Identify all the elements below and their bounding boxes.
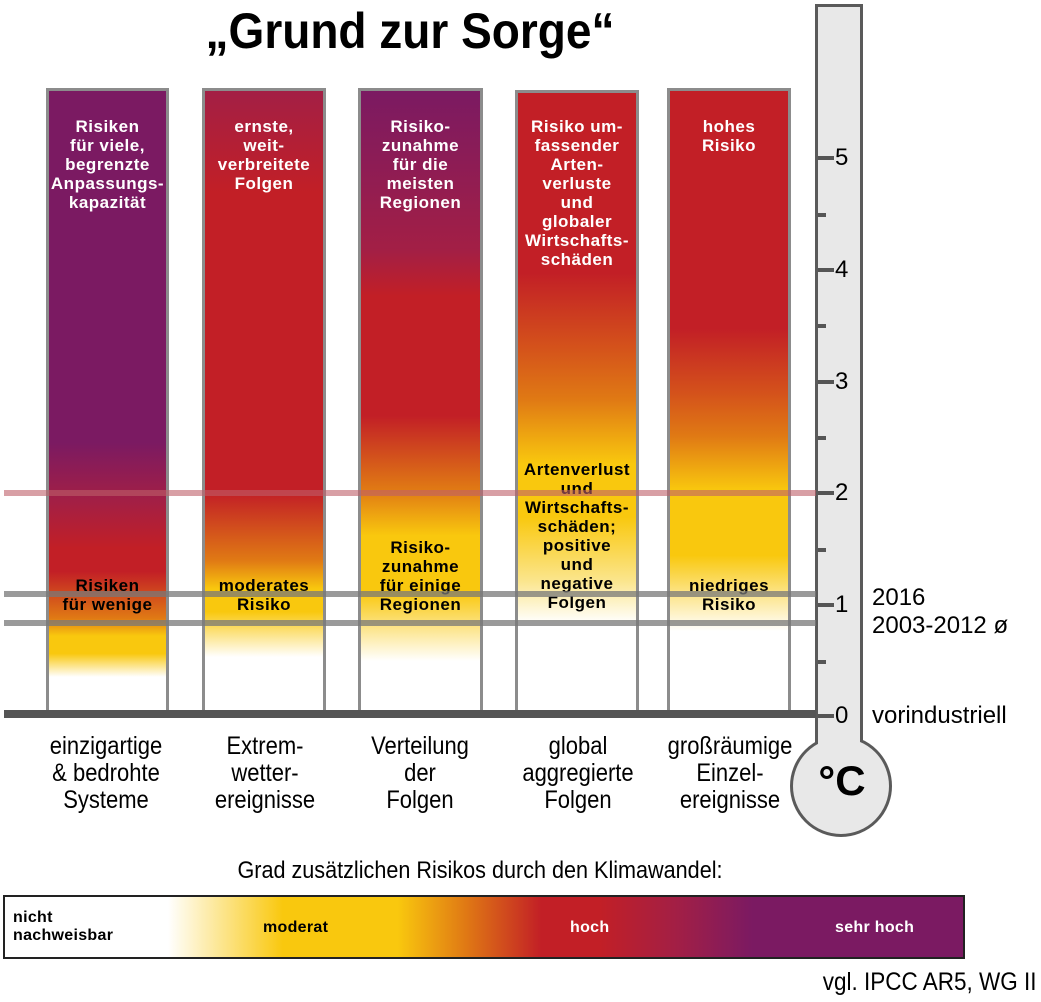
tick-label-4: 4 — [835, 256, 849, 283]
tick-3-5 — [818, 324, 826, 328]
risk-gradient — [361, 91, 480, 661]
source-citation: vgl. IPCC AR5, WG II — [823, 968, 1037, 996]
thermometer-tube — [815, 4, 863, 764]
tick-label-0: 0 — [835, 702, 849, 729]
tick-3 — [818, 380, 834, 384]
risk-gradient — [49, 91, 166, 677]
label-preindustrial: vorindustriell — [872, 702, 1007, 729]
label-2016: 2016 — [872, 584, 926, 611]
celsius-unit-label: °C — [818, 757, 866, 804]
legend-level-very-high: sehr hoch — [835, 919, 915, 936]
tick-4 — [818, 268, 834, 272]
chart-title: „Grund zur Sorge“ — [205, 3, 615, 59]
tick-2-5 — [818, 436, 826, 440]
risk-gradient — [205, 91, 323, 657]
tick-0-5 — [818, 660, 826, 664]
tick-label-5: 5 — [835, 144, 849, 171]
tick-4-5 — [818, 213, 826, 217]
preindustrial-baseline — [4, 710, 816, 718]
tick-5 — [818, 156, 834, 160]
tick-1 — [818, 603, 834, 607]
legend-level-moderate: moderat — [263, 919, 329, 936]
tick-0 — [818, 714, 834, 718]
tick-1-5 — [818, 548, 826, 552]
line-2016 — [4, 591, 816, 597]
line-2003-2012-average — [4, 620, 816, 626]
tick-2 — [818, 491, 834, 495]
legend-level-high: hoch — [570, 919, 610, 936]
label-2003-2012-average: 2003-2012 ø — [872, 612, 1009, 639]
two-degree-line — [4, 490, 816, 496]
legend-title: Grad zusätzlichen Risikos durch den Klim… — [237, 857, 723, 884]
risk-gradient — [518, 93, 636, 623]
tick-label-2: 2 — [835, 479, 849, 506]
tick-label-3: 3 — [835, 368, 849, 395]
thermometer-joint — [818, 735, 860, 765]
tick-label-1: 1 — [835, 591, 849, 618]
category-label-extreme-weather: Extrem-wetter-ereignisse — [214, 732, 316, 814]
risk-gradient — [670, 91, 788, 631]
